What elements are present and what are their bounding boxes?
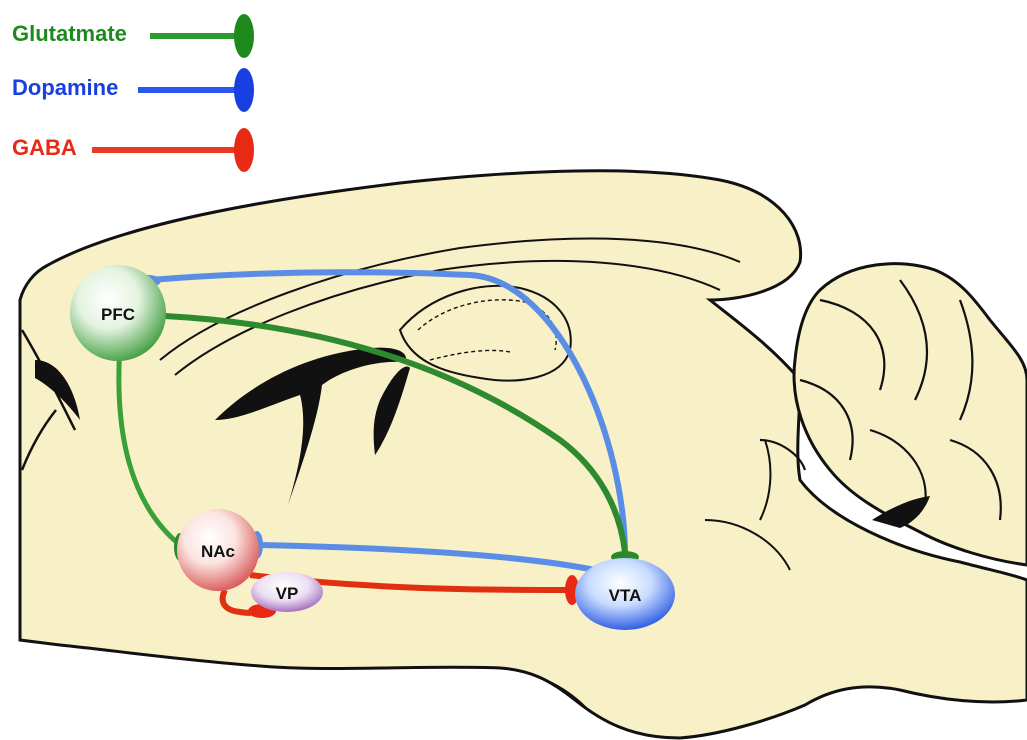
gaba-terminal-icon <box>234 128 254 172</box>
vta-label: VTA <box>609 586 642 605</box>
dopamine-terminal-icon <box>234 68 254 112</box>
legend: Glutatmate Dopamine GABA <box>12 14 254 172</box>
legend-label-gaba: GABA <box>12 135 77 160</box>
legend-item-gaba: GABA <box>12 128 254 172</box>
region-nac: NAc <box>177 509 259 591</box>
region-pfc: PFC <box>70 265 166 361</box>
legend-item-glutamate: Glutatmate <box>12 14 254 58</box>
vp-label: VP <box>276 584 299 603</box>
legend-item-dopamine: Dopamine <box>12 68 254 112</box>
legend-label-glutamate: Glutatmate <box>12 21 127 46</box>
legend-label-dopamine: Dopamine <box>12 75 118 100</box>
glutamate-terminal-icon <box>234 14 254 58</box>
region-vp: VP <box>251 572 323 612</box>
region-vta: VTA <box>575 558 675 630</box>
brain-section <box>20 171 1027 738</box>
pfc-label: PFC <box>101 305 135 324</box>
nac-label: NAc <box>201 542 235 561</box>
